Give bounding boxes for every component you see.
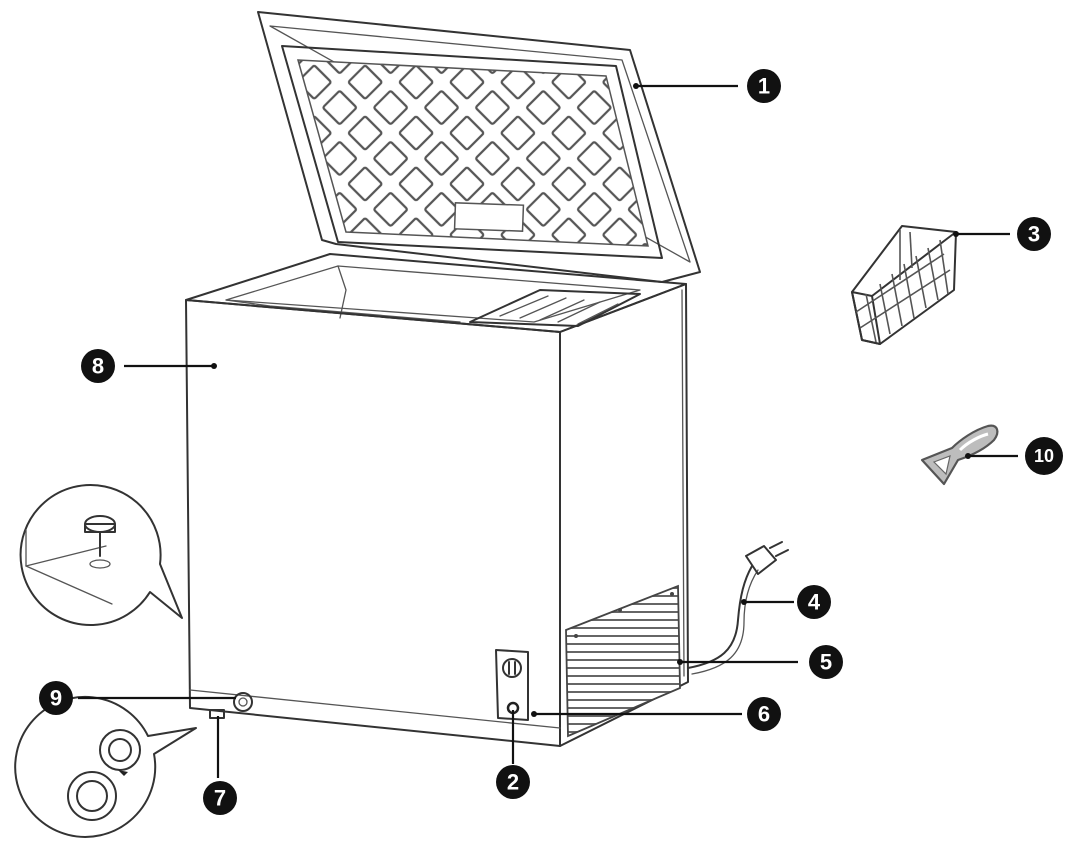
lid[interactable]: [257, 11, 701, 283]
drain-cap-icon: [67, 729, 141, 821]
inner-step-grille: [499, 295, 619, 325]
svg-text:2: 2: [507, 770, 519, 795]
plug-icon: [745, 541, 789, 575]
callout-10: 10: [1025, 437, 1063, 475]
svg-text:9: 9: [50, 686, 62, 711]
lid-label-plate: [453, 202, 525, 232]
condenser-vent-grille: [565, 584, 681, 738]
svg-text:8: 8: [92, 354, 104, 379]
svg-text:7: 7: [214, 786, 226, 811]
callout-7: 7: [203, 781, 237, 815]
svg-text:5: 5: [820, 650, 832, 675]
cabinet-front-panel: [185, 299, 561, 747]
svg-text:1: 1: [758, 74, 770, 99]
callout-9: 9: [39, 681, 73, 715]
callout-6: 6: [747, 697, 781, 731]
callout-3: 3: [1017, 217, 1051, 251]
lid-inner-lattice: [296, 59, 649, 247]
thermostat-knob[interactable]: [502, 658, 522, 678]
foot-screw-icon: [84, 515, 116, 569]
callout-4: 4: [797, 585, 831, 619]
callout-leaders: [78, 83, 1018, 778]
cabinet: [185, 253, 689, 747]
foot-detail-magnifier: [19, 483, 183, 626]
callout-1: 1: [747, 69, 781, 103]
svg-text:4: 4: [808, 590, 821, 615]
power-cord: [687, 541, 789, 675]
drain-detail-magnifier: [14, 695, 197, 838]
callout-2: 2: [496, 765, 530, 799]
drain-plug[interactable]: [233, 692, 253, 712]
svg-text:6: 6: [758, 702, 770, 727]
ice-scraper: [920, 424, 999, 486]
cabinet-side-panel: [559, 283, 689, 747]
callout-5: 5: [809, 645, 843, 679]
callout-8: 8: [81, 349, 115, 383]
wire-basket: [851, 225, 957, 345]
temperature-control-box: [495, 649, 529, 721]
svg-text:3: 3: [1028, 222, 1040, 247]
svg-text:10: 10: [1034, 446, 1054, 466]
